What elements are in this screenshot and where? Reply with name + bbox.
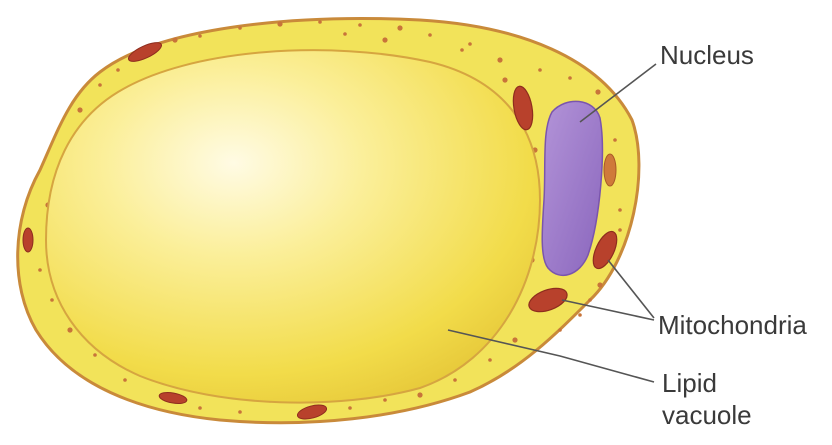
cytoplasm-granule <box>497 57 502 62</box>
cytoplasm-granule <box>116 68 120 72</box>
cytoplasm-granule <box>198 406 202 410</box>
cytoplasm-granule <box>618 228 622 232</box>
cytoplasm-granule <box>348 406 352 410</box>
cytoplasm-granule <box>460 48 464 52</box>
cytoplasm-granule <box>397 25 402 30</box>
cytoplasm-granule <box>597 282 602 287</box>
cytoplasm-granule <box>382 37 387 42</box>
cytoplasm-granule <box>172 37 177 42</box>
cytoplasm-granule <box>318 20 322 24</box>
nucleus-label: Nucleus <box>660 40 754 70</box>
cytoplasm-granule <box>568 76 572 80</box>
cytoplasm-granule <box>358 23 362 27</box>
cytoplasm-granule <box>618 208 622 212</box>
mitochondria-label: Mitochondria <box>658 310 807 340</box>
cytoplasm-granule <box>50 298 54 302</box>
cytoplasm-granule <box>558 328 562 332</box>
cytoplasm-granule <box>588 298 592 302</box>
cytoplasm-granule <box>77 107 82 112</box>
lipid-vacuole <box>46 50 540 402</box>
mitochondrion <box>23 228 33 252</box>
cytoplasm-granule <box>123 378 127 382</box>
cytoplasm-granule <box>93 353 97 357</box>
cytoplasm-granule <box>502 77 507 82</box>
cytoplasm-granule <box>578 313 582 317</box>
cytoplasm-granule <box>383 398 387 402</box>
cytoplasm-granule <box>38 268 42 272</box>
cytoplasm-granule <box>613 138 617 142</box>
cytoplasm-granule <box>512 337 517 342</box>
cytoplasm-granule <box>595 89 600 94</box>
cytoplasm-granule <box>468 42 472 46</box>
cytoplasm-granule <box>238 26 242 30</box>
lipid-vacuole-label-line1: Lipid <box>662 368 717 398</box>
mitochondrion <box>604 154 616 186</box>
cytoplasm-granule <box>538 68 542 72</box>
cytoplasm-granule <box>67 327 72 332</box>
mitochondria-leader-line-a <box>608 260 654 318</box>
cytoplasm-granule <box>277 21 282 26</box>
cytoplasm-granule <box>198 34 202 38</box>
cytoplasm-granule <box>238 410 242 414</box>
cytoplasm-granule <box>488 358 492 362</box>
cytoplasm-granule <box>98 83 102 87</box>
cytoplasm-granule <box>417 392 422 397</box>
cytoplasm-granule <box>428 33 432 37</box>
lipid-vacuole-label-line2: vacuole <box>662 400 752 430</box>
cytoplasm-granule <box>343 32 347 36</box>
cytoplasm-granule <box>453 378 457 382</box>
